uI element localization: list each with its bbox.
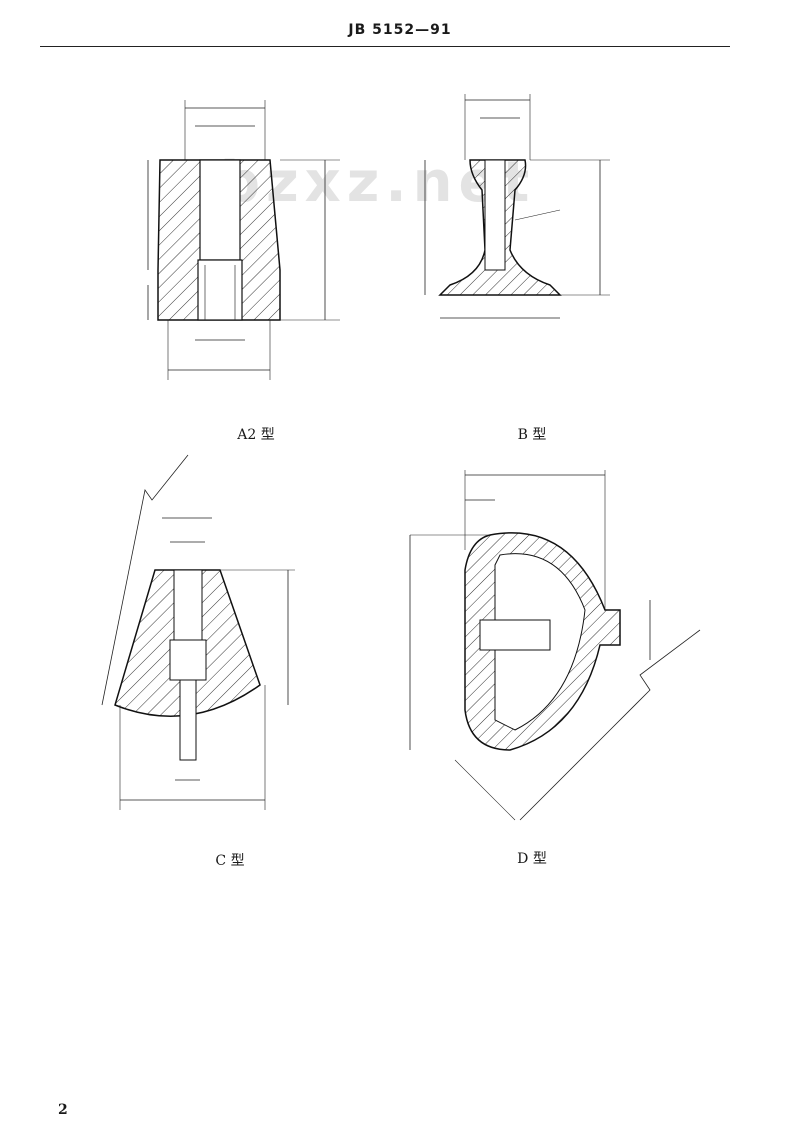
figure-a2-caption: A2 型 [237,427,275,443]
figure-d-caption: D 型 [517,851,547,867]
page-number: 2 [58,1102,68,1118]
figure-b-caption: B 型 [517,427,547,443]
figure-b-drawing [424,94,610,319]
page-header: JB 5152—91 [348,22,452,38]
figure-c-drawing [101,454,295,810]
figure-a2-drawing [147,100,340,380]
header-rule [40,46,730,47]
figure-c-caption: C 型 [215,853,245,869]
figure-d-drawing [409,470,701,821]
